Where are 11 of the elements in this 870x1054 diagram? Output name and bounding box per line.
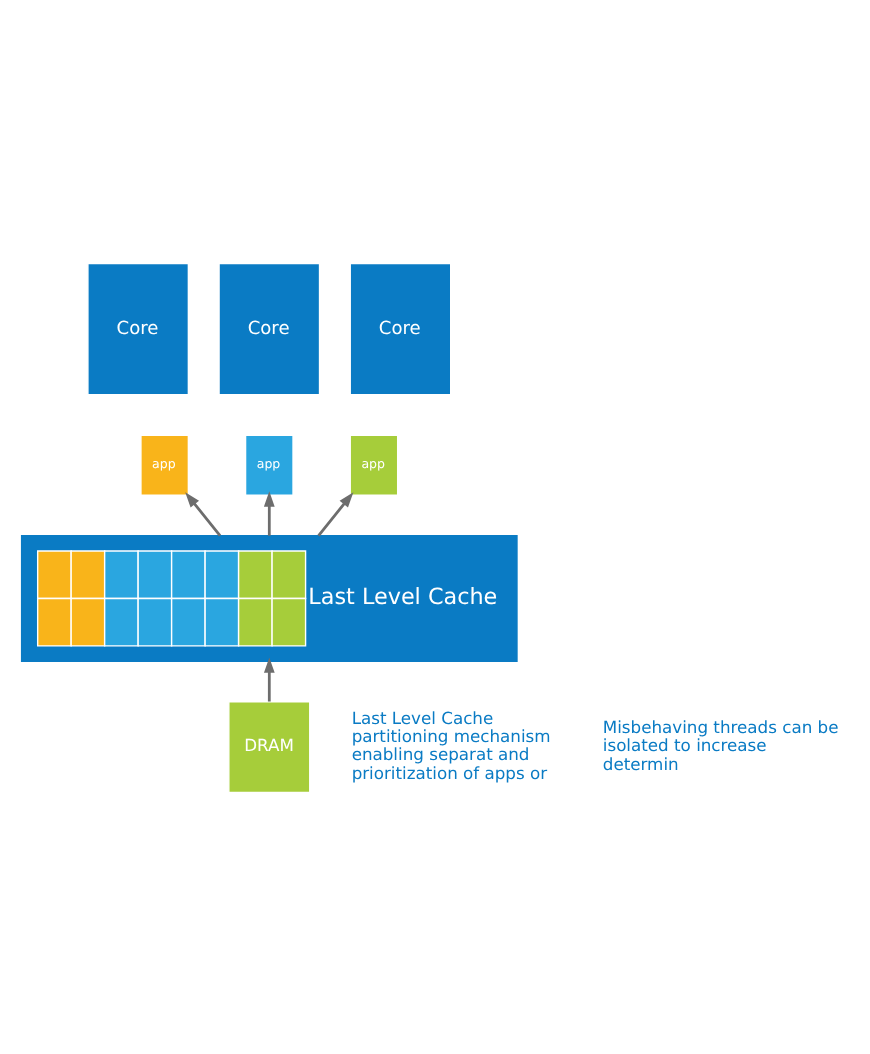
node-box: Core: [87, 261, 190, 395]
arrow: [263, 656, 275, 701]
label: Last Level Cache partitioning mechanism enabling separat and prioritization of apps or: [351, 707, 551, 782]
node-box: Core: [349, 261, 452, 395]
arrow: [317, 491, 354, 536]
node-box: DRAM: [228, 700, 311, 793]
node-box: Last Level Cache: [20, 533, 518, 661]
node-box: Core: [218, 261, 321, 395]
label: Misbehaving threads can be isolated to increase determin: [602, 716, 839, 773]
arrow: [263, 490, 275, 535]
arrow: [185, 491, 222, 536]
